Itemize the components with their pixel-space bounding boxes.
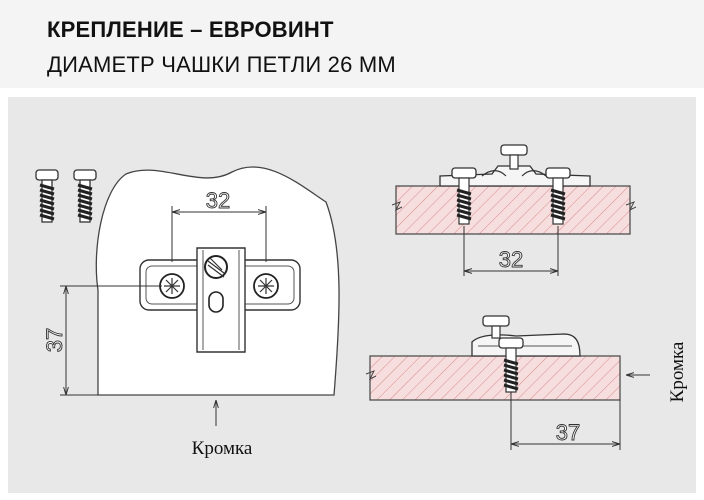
wood-board	[395, 185, 631, 235]
wood-board	[369, 355, 621, 401]
page-subtitle: ДИАМЕТР ЧАШКИ ПЕТЛИ 26 ММ	[47, 52, 396, 77]
top-dim-32-label: 32	[499, 247, 523, 272]
screw-icon	[545, 167, 571, 225]
top-section-view: 32	[391, 144, 637, 276]
front-view: 32 37 Кромка	[42, 166, 340, 459]
euroscrew-icon	[73, 169, 97, 223]
screw-icon	[498, 337, 524, 393]
bottom-section-view: 37 Кромка	[365, 315, 688, 450]
screw-icon	[451, 167, 477, 225]
front-dim-32-label: 32	[206, 188, 230, 213]
bottom-dim-37-label: 37	[556, 420, 580, 445]
bottom-edge-label: Кромка	[667, 341, 688, 402]
header-band: КРЕПЛЕНИЕ – ЕВРОВИНТ ДИАМЕТР ЧАШКИ ПЕТЛИ…	[0, 0, 704, 88]
page-title: КРЕПЛЕНИЕ – ЕВРОВИНТ	[47, 17, 334, 42]
euroscrew-icon	[35, 169, 59, 223]
front-dim-37-label: 37	[42, 328, 67, 352]
front-edge-label: Кромка	[192, 438, 253, 459]
